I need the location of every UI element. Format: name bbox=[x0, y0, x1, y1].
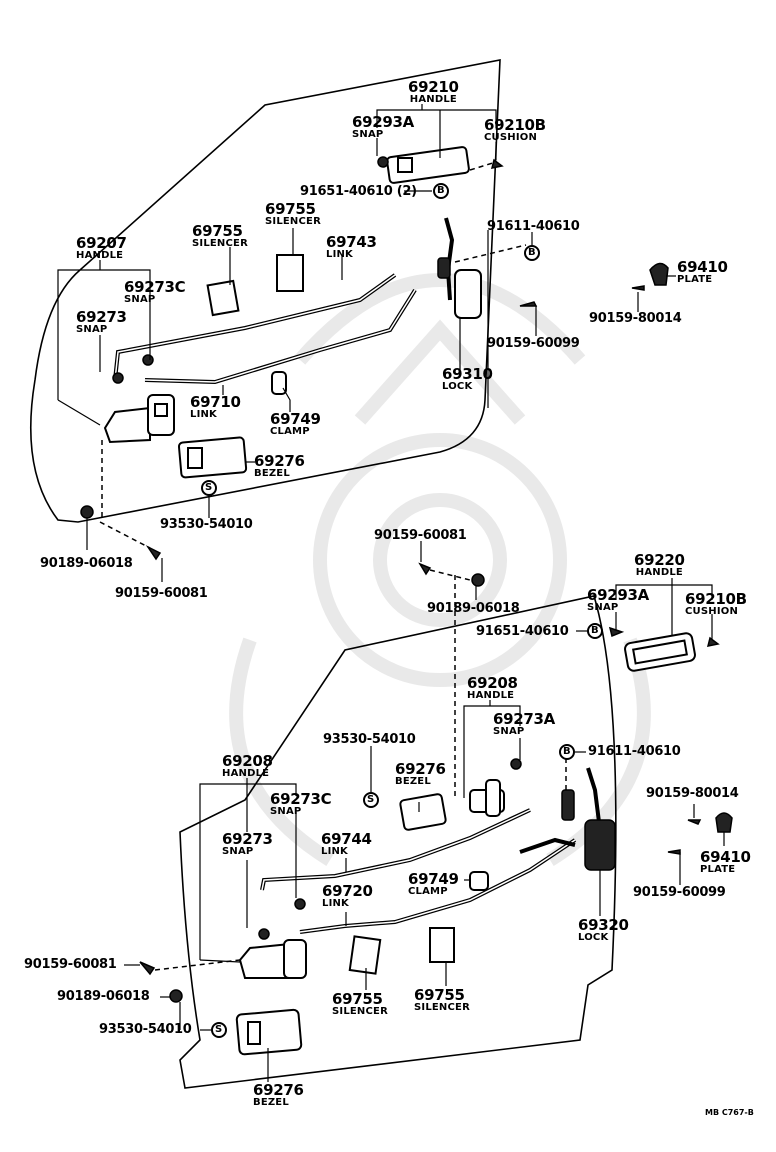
part-label-69320-lock[interactable]: 69320 LOCK bbox=[578, 916, 629, 943]
upper-lock-assembly bbox=[437, 217, 527, 319]
part-label-93530-54010[interactable]: 93530-54010 bbox=[323, 732, 416, 747]
lower-bottom-fasteners bbox=[139, 959, 241, 1003]
part-label-69208-handle[interactable]: 69208 HANDLE bbox=[467, 674, 518, 701]
part-label-69755-silencer[interactable]: 69755 SILENCER bbox=[192, 222, 248, 249]
part-label-91611-40610[interactable]: 91611-40610 bbox=[487, 219, 580, 234]
upper-bezel-69276 bbox=[177, 436, 248, 479]
upper-links bbox=[113, 273, 417, 385]
upper-handle-69210 bbox=[377, 146, 504, 184]
screw-symbol: S bbox=[367, 794, 375, 805]
screw-symbol: S bbox=[215, 1024, 223, 1035]
upper-silencers bbox=[206, 254, 304, 317]
part-label-90159-60081[interactable]: 90159-60081 bbox=[24, 957, 117, 972]
lower-handle-69208-right bbox=[469, 758, 522, 817]
screw-symbol: S bbox=[205, 482, 213, 493]
part-label-69273c-snap[interactable]: 69273C SNAP bbox=[124, 278, 186, 305]
part-label-69293a-snap[interactable]: 69293A SNAP bbox=[352, 113, 414, 140]
part-label-69310-lock[interactable]: 69310 LOCK bbox=[442, 365, 493, 392]
part-label-69210b-cushion[interactable]: 69210B CUSHION bbox=[685, 590, 747, 617]
part-label-93530-54010[interactable]: 93530-54010 bbox=[160, 517, 253, 532]
part-label-69755-silencer[interactable]: 69755 SILENCER bbox=[332, 990, 388, 1017]
upper-fasteners bbox=[80, 440, 162, 561]
upper-symbols bbox=[201, 183, 540, 496]
upper-plate-69410 bbox=[519, 262, 669, 307]
part-label-90159-80014[interactable]: 90159-80014 bbox=[589, 311, 682, 326]
part-label-90159-80014[interactable]: 90159-80014 bbox=[646, 786, 739, 801]
part-label-69710-link[interactable]: 69710 LINK bbox=[190, 393, 241, 420]
bolt-symbol: B bbox=[591, 625, 599, 636]
part-label-69273c-snap[interactable]: 69273C SNAP bbox=[270, 790, 332, 817]
lower-silencers bbox=[348, 927, 455, 975]
lower-handle-69220 bbox=[608, 626, 720, 672]
part-label-69755-silencer[interactable]: 69755 SILENCER bbox=[414, 986, 470, 1013]
lower-lock-assembly bbox=[561, 758, 733, 871]
part-label-90189-06018[interactable]: 90189-06018 bbox=[40, 556, 133, 571]
part-label-90159-60099[interactable]: 90159-60099 bbox=[633, 885, 726, 900]
bolt-symbol: B bbox=[437, 185, 445, 196]
lower-symbols bbox=[211, 623, 603, 1038]
part-label-93530-54010[interactable]: 93530-54010 bbox=[99, 1022, 192, 1037]
part-label-69273a-snap[interactable]: 69273A SNAP bbox=[493, 710, 555, 737]
lower-bezel-69276-mid bbox=[399, 793, 447, 831]
part-label-69749-clamp[interactable]: 69749 CLAMP bbox=[270, 410, 321, 437]
lower-links bbox=[260, 808, 577, 934]
lower-outside-handle-69208 bbox=[238, 898, 307, 979]
part-label-69276-bezel[interactable]: 69276 BEZEL bbox=[253, 1081, 304, 1108]
part-label-69273-snap[interactable]: 69273 SNAP bbox=[76, 308, 127, 335]
lower-clamp-69749 bbox=[469, 871, 489, 891]
part-label-69220-handle[interactable]: 69220 HANDLE bbox=[634, 551, 685, 578]
upper-outside-handle-69207 bbox=[103, 354, 175, 444]
upper-leader-lines bbox=[57, 104, 676, 582]
part-label-69208-handle[interactable]: 69208 HANDLE bbox=[222, 752, 273, 779]
drawing-code: MB C767-B bbox=[705, 1108, 754, 1117]
part-label-90159-60081[interactable]: 90159-60081 bbox=[374, 528, 467, 543]
part-label-69749-clamp[interactable]: 69749 CLAMP bbox=[408, 870, 459, 897]
part-label-69293a-snap[interactable]: 69293A SNAP bbox=[587, 586, 649, 613]
part-label-69210-handle[interactable]: 69210 HANDLE bbox=[408, 78, 459, 105]
part-label-69755-silencer[interactable]: 69755 SILENCER bbox=[265, 200, 321, 227]
lower-top-fasteners bbox=[418, 562, 485, 800]
part-label-69273-snap[interactable]: 69273 SNAP bbox=[222, 830, 273, 857]
part-label-90159-60081[interactable]: 90159-60081 bbox=[115, 586, 208, 601]
watermark-emblem bbox=[229, 273, 651, 866]
upper-door-outline bbox=[29, 59, 501, 523]
part-label-91651-40610[interactable]: 91651-40610 (2) bbox=[300, 184, 417, 199]
part-label-69276-bezel[interactable]: 69276 BEZEL bbox=[395, 760, 446, 787]
part-label-69210b-cushion[interactable]: 69210B CUSHION bbox=[484, 116, 546, 143]
part-label-91611-40610[interactable]: 91611-40610 bbox=[588, 744, 681, 759]
part-label-90159-60099[interactable]: 90159-60099 bbox=[487, 336, 580, 351]
lower-bezel-69276-bottom bbox=[235, 1008, 303, 1056]
part-label-69720-link[interactable]: 69720 LINK bbox=[322, 882, 373, 909]
part-label-69410-plate[interactable]: 69410 PLATE bbox=[700, 848, 751, 875]
part-label-91651-40610[interactable]: 91651-40610 bbox=[476, 624, 569, 639]
lower-leader-lines bbox=[124, 541, 725, 1082]
part-label-69276-bezel[interactable]: 69276 BEZEL bbox=[254, 452, 305, 479]
part-label-69743-link[interactable]: 69743 LINK bbox=[326, 233, 377, 260]
bolt-symbol: B bbox=[563, 746, 571, 757]
lower-door-outline bbox=[179, 595, 617, 1089]
upper-clamp-69749 bbox=[271, 371, 287, 395]
part-label-69410-plate[interactable]: 69410 PLATE bbox=[677, 258, 728, 285]
part-label-90189-06018[interactable]: 90189-06018 bbox=[427, 601, 520, 616]
part-label-69207-handle[interactable]: 69207 HANDLE bbox=[76, 234, 127, 261]
part-label-69744-link[interactable]: 69744 LINK bbox=[321, 830, 372, 857]
part-label-90189-06018[interactable]: 90189-06018 bbox=[57, 989, 150, 1004]
bolt-symbol: B bbox=[528, 247, 536, 258]
